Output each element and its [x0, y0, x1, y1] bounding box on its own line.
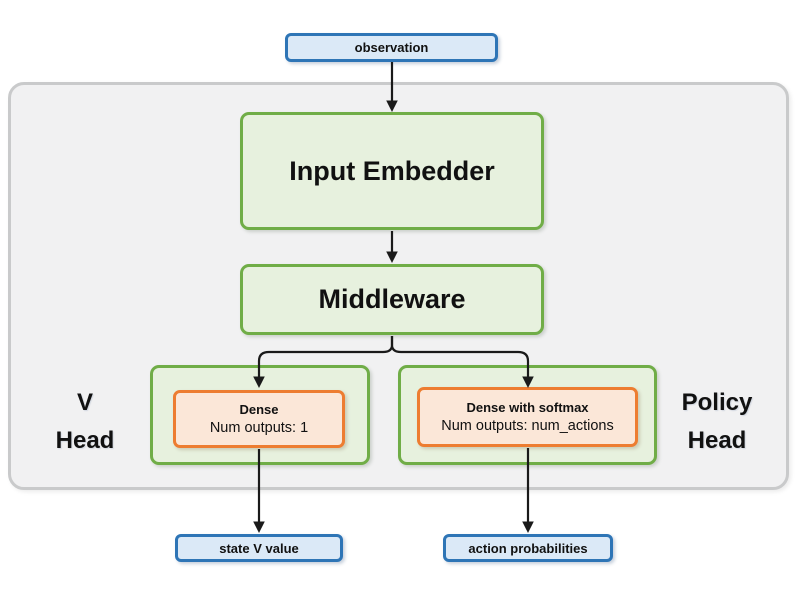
node-input-embedder: Input Embedder	[240, 112, 544, 230]
node-middleware-label: Middleware	[318, 284, 466, 314]
node-state-v-value-label: state V value	[219, 540, 299, 556]
v-head-label-line2: Head	[55, 427, 115, 454]
node-policy-dense-subtitle: Num outputs: num_actions	[441, 418, 614, 435]
node-v-dense: Dense Num outputs: 1	[173, 390, 345, 448]
node-action-probabilities-label: action probabilities	[468, 540, 588, 556]
node-v-dense-title: Dense	[239, 401, 279, 417]
node-input-embedder-label: Input Embedder	[289, 155, 495, 186]
node-v-dense-subtitle: Num outputs: 1	[209, 420, 309, 437]
policy-head-label: Policy Head	[662, 384, 772, 460]
policy-head-label-line2: Head	[687, 427, 747, 454]
node-action-probabilities: action probabilities	[443, 534, 613, 562]
node-policy-dense: Dense with softmax Num outputs: num_acti…	[417, 387, 638, 447]
node-observation: observation	[285, 33, 498, 62]
policy-head-label-line1: Policy	[681, 389, 753, 416]
v-head-label-line1: V	[76, 389, 93, 416]
v-head-label: V Head	[35, 384, 135, 460]
node-policy-dense-title: Dense with softmax	[466, 399, 589, 415]
node-middleware: Middleware	[240, 264, 544, 335]
node-state-v-value: state V value	[175, 534, 343, 562]
node-observation-label: observation	[354, 40, 429, 55]
